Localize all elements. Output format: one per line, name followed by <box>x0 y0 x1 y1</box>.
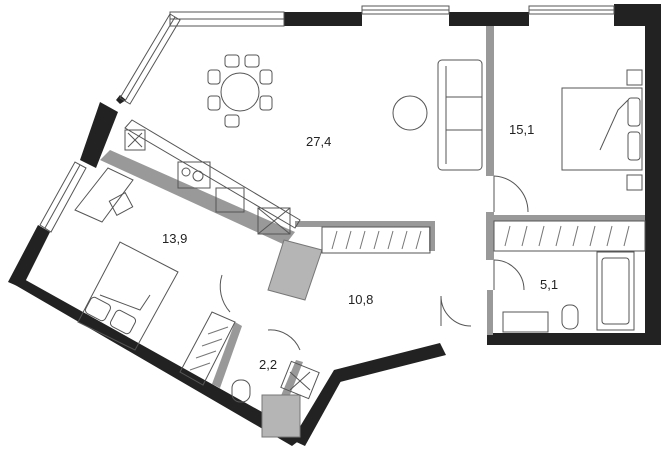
coffee-table <box>392 95 428 131</box>
sofa <box>437 59 483 171</box>
kitchen-sink <box>215 187 245 213</box>
doors <box>219 175 529 351</box>
wardrobe-left <box>179 311 236 386</box>
bed-left <box>77 241 179 351</box>
windows <box>39 5 615 233</box>
furniture <box>74 54 646 403</box>
desk <box>74 167 134 223</box>
partitions <box>100 26 645 438</box>
area-label-wc: 2,2 <box>259 357 278 372</box>
bathroom-sink <box>502 311 549 333</box>
area-label-bedroom-right: 15,1 <box>509 122 535 137</box>
area-label-living-kitchen: 27,4 <box>306 134 332 149</box>
bathroom-toilet <box>561 304 579 330</box>
kitchen-counter <box>124 119 301 229</box>
wardrobe-hall <box>321 226 431 254</box>
bed-right <box>561 87 643 171</box>
exterior-walls <box>8 4 661 446</box>
dining-table <box>220 72 260 112</box>
bathtub <box>596 251 635 331</box>
stove <box>177 161 211 189</box>
wardrobe-right <box>493 220 646 252</box>
area-label-bathroom: 5,1 <box>540 277 559 292</box>
wc-toilet <box>231 379 251 403</box>
area-label-bedroom-left: 13,9 <box>162 231 188 246</box>
wc-basin <box>280 360 320 400</box>
area-label-hall: 10,8 <box>348 292 374 307</box>
